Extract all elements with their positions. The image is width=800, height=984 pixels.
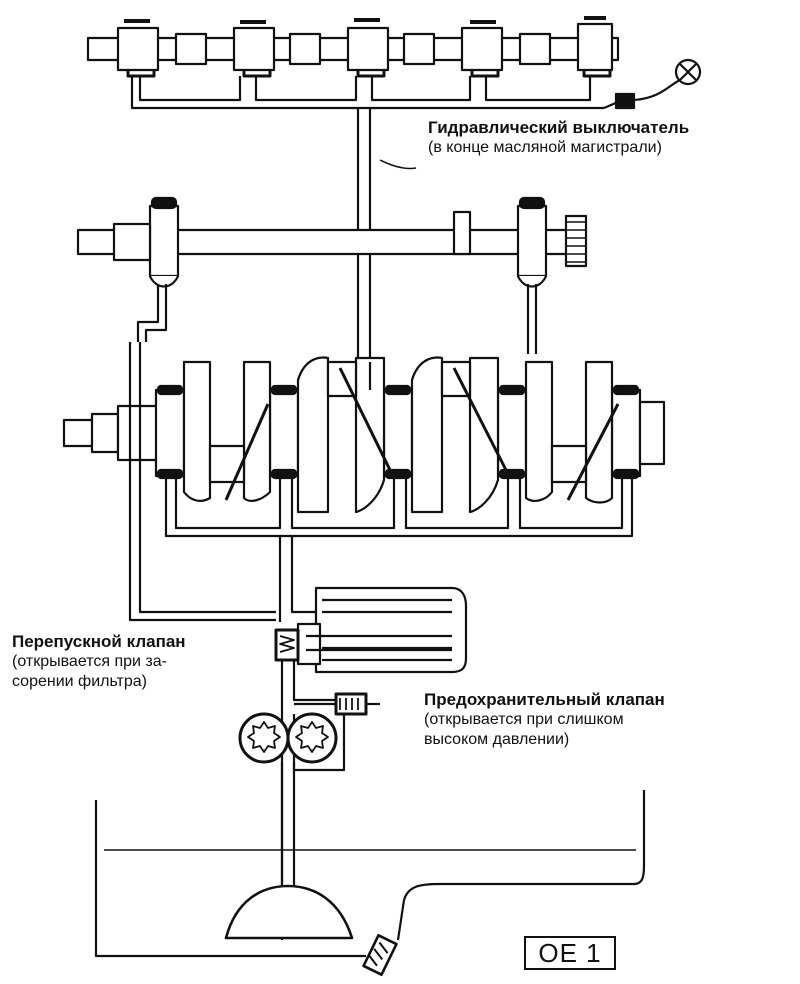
relief-valve-title: Предохранительный клапан [424, 690, 665, 709]
hydraulic-switch-label: Гидравлический выключатель (в конце масл… [428, 118, 689, 158]
relief-valve-line1: (открывается при слишком [424, 711, 624, 729]
oil-pickup-strainer [224, 884, 354, 940]
bypass-valve-line1: (открывается при за- [12, 653, 167, 671]
oil-pump [238, 712, 338, 764]
oil-filter [296, 586, 468, 674]
relief-valve-line2: высоком давлении) [424, 730, 570, 748]
bypass-valve [274, 628, 300, 662]
relief-valve [334, 692, 380, 716]
cam-oil-gallery [130, 76, 619, 110]
oil-pressure-switch [614, 58, 702, 110]
hydraulic-switch-title: Гидравлический выключатель [428, 118, 690, 137]
drain-plug [362, 934, 398, 976]
bypass-valve-label: Перепускной клапан (открывается при за- … [12, 632, 186, 691]
hydraulic-switch-subtitle: (в конце масляной магистрали) [428, 139, 662, 157]
camshaft [86, 16, 620, 78]
bypass-valve-line2: сорении фильтра) [12, 672, 148, 690]
intermediate-shaft [76, 196, 588, 288]
bypass-valve-title: Перепускной клапан [12, 632, 186, 651]
oil-pan [94, 790, 646, 958]
relief-valve-label: Предохранительный клапан (открывается пр… [424, 690, 665, 749]
main-oil-gallery [164, 362, 634, 538]
crankshaft [62, 356, 666, 514]
figure-id-badge: OE 1 [524, 936, 616, 970]
